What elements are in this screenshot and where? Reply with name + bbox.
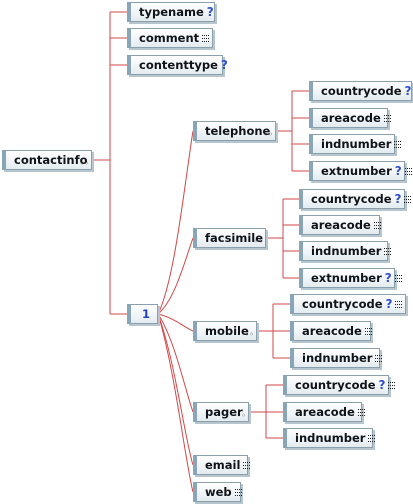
node-label: contactinfo — [14, 153, 88, 167]
node-telephone-indnumber[interactable]: indnumber — [309, 134, 403, 154]
node-contactinfo[interactable]: contactinfo ◦◦ — [2, 150, 92, 170]
node-facsimile[interactable]: facsimile ◦◦ — [193, 228, 266, 248]
node-mobile-indnumber[interactable]: indnumber — [290, 348, 384, 368]
node-label: areacode — [295, 405, 355, 419]
node-telephone[interactable]: telephone ◦◦ — [193, 121, 276, 141]
compositor-icon: ◦◦ — [79, 159, 89, 168]
node-label: extnumber — [321, 164, 392, 178]
node-label: countrycode — [295, 378, 376, 392]
compositor-icon: ◦◦ — [244, 330, 254, 339]
text-content-icon — [368, 435, 377, 443]
compositor-icon: ◦◦ — [253, 237, 263, 246]
node-label: areacode — [321, 111, 381, 125]
text-content-icon — [234, 489, 243, 497]
node-label: countrycode — [311, 192, 392, 206]
node-label: facsimile — [205, 231, 264, 245]
node-label: countrycode — [302, 297, 383, 311]
node-pager-areacode[interactable]: areacode — [283, 402, 366, 422]
node-facsimile-countrycode[interactable]: countrycode? — [299, 189, 413, 209]
text-content-icon — [404, 168, 413, 176]
compositor-icon: ◦◦ — [236, 411, 246, 420]
node-label: pager — [205, 405, 243, 419]
text-content-icon — [404, 196, 413, 204]
node-contenttype[interactable]: contenttype? — [127, 55, 228, 75]
node-email[interactable]: email — [193, 455, 252, 475]
node-sequence[interactable]: 1 — [127, 304, 158, 324]
node-pager[interactable]: pager ◦◦ — [193, 402, 249, 422]
node-pager-countrycode[interactable]: countrycode? — [283, 375, 397, 395]
node-label: indnumber — [321, 137, 392, 151]
text-content-icon — [384, 248, 393, 256]
node-label: telephone — [205, 124, 271, 138]
optional-icon: ? — [385, 297, 393, 311]
optional-icon: ? — [206, 5, 214, 19]
node-label: web — [205, 485, 232, 499]
node-facsimile-extnumber[interactable]: extnumber? — [299, 268, 403, 288]
node-telephone-areacode[interactable]: areacode — [309, 108, 392, 128]
node-label: areacode — [302, 324, 362, 338]
node-label: contenttype — [139, 58, 218, 72]
text-content-icon — [357, 409, 366, 417]
node-label: extnumber — [311, 271, 382, 285]
text-content-icon — [394, 141, 403, 149]
node-label: areacode — [311, 218, 371, 232]
text-content-icon — [373, 222, 382, 230]
optional-icon: ? — [378, 378, 386, 392]
optional-icon: ? — [394, 192, 402, 206]
text-content-icon — [394, 275, 403, 283]
node-telephone-countrycode[interactable]: countrycode? — [309, 81, 412, 101]
node-label: indnumber — [302, 351, 373, 365]
optional-icon: ? — [394, 164, 402, 178]
node-label: typename — [139, 5, 204, 19]
compositor-icon: ◦◦ — [263, 130, 273, 139]
node-label: comment — [139, 31, 200, 45]
node-mobile-areacode[interactable]: areacode — [290, 321, 373, 341]
node-web[interactable]: web — [193, 482, 243, 502]
text-content-icon — [364, 328, 373, 336]
node-mobile-countrycode[interactable]: countrycode? — [290, 294, 406, 314]
node-comment[interactable]: comment — [127, 28, 213, 48]
optional-icon: ? — [404, 84, 412, 98]
text-content-icon — [383, 115, 392, 123]
node-typename[interactable]: typename? — [127, 2, 215, 22]
optional-icon: ? — [220, 58, 228, 72]
node-mobile[interactable]: mobile ◦◦ — [193, 321, 257, 341]
text-content-icon — [388, 382, 397, 390]
node-label: mobile — [205, 324, 249, 338]
node-label: countrycode — [321, 84, 402, 98]
text-content-icon — [375, 355, 384, 363]
node-label: indnumber — [295, 431, 366, 445]
node-label: indnumber — [311, 244, 382, 258]
node-facsimile-indnumber[interactable]: indnumber — [299, 241, 393, 261]
sequence-label: 1 — [141, 307, 150, 321]
text-content-icon — [243, 462, 252, 470]
node-label: email — [205, 458, 241, 472]
node-pager-indnumber[interactable]: indnumber — [283, 428, 377, 448]
text-content-icon — [202, 35, 211, 43]
node-telephone-extnumber[interactable]: extnumber? — [309, 161, 413, 181]
optional-icon: ? — [384, 271, 392, 285]
node-facsimile-areacode[interactable]: areacode — [299, 215, 382, 235]
text-content-icon — [395, 301, 404, 309]
